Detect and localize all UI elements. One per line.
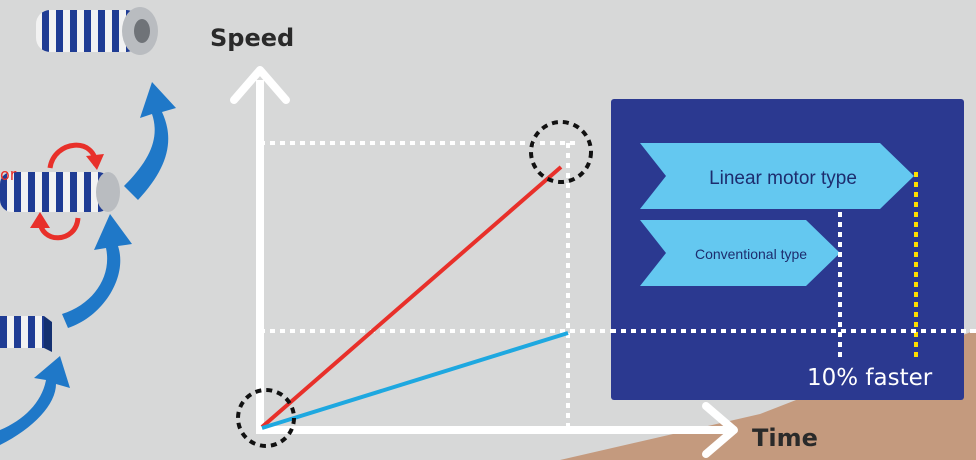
cropped-red-label: or xyxy=(0,165,17,184)
y-axis xyxy=(230,66,290,428)
faster-label: 10% faster xyxy=(807,365,933,391)
rotating-roller-icon xyxy=(0,172,120,212)
y-axis-label: Speed xyxy=(210,24,294,52)
x-axis xyxy=(256,402,738,458)
dashed-circle-icon xyxy=(529,120,593,184)
reference-guides xyxy=(260,141,976,428)
comparison-panel: Linear motor type Conventional type 10% … xyxy=(611,99,964,400)
curved-arrow-icon xyxy=(62,214,132,328)
x-axis-label: Time xyxy=(752,424,818,452)
linear-motor-chevron xyxy=(640,143,914,209)
rotate-arrows-icon xyxy=(30,142,104,241)
dashed-circle-icon xyxy=(236,388,296,448)
linear-motor-label: Linear motor type xyxy=(709,168,857,189)
conventional-chevron xyxy=(640,220,840,286)
conventional-line xyxy=(261,331,569,430)
ground-slope xyxy=(560,330,976,460)
conventional-label: Conventional type xyxy=(695,246,807,262)
striped-roller-icon xyxy=(36,7,158,55)
flat-slab-icon xyxy=(0,316,52,352)
curved-arrow-icon xyxy=(0,356,70,445)
linear-motor-line xyxy=(260,165,563,429)
curved-arrow-icon xyxy=(124,82,176,200)
